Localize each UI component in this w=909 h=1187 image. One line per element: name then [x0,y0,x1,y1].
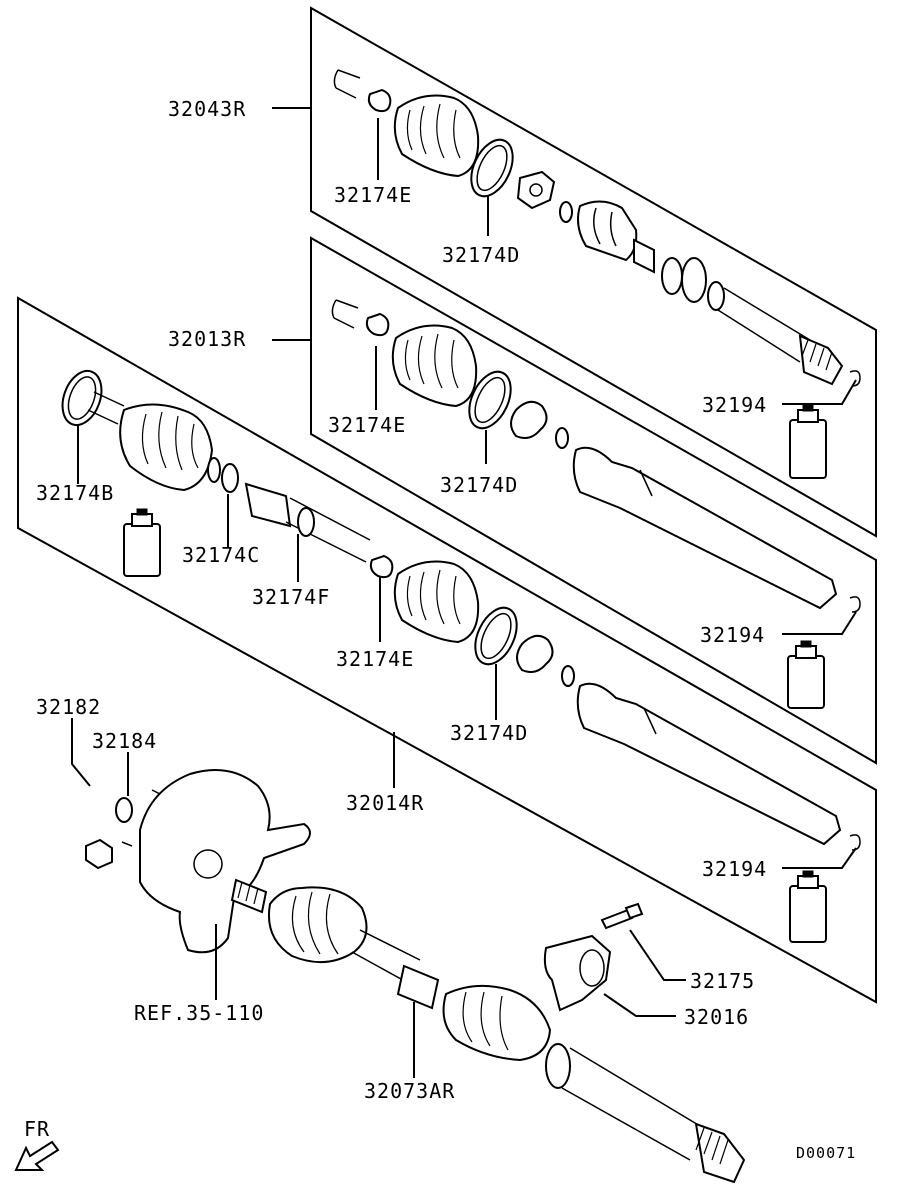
panel-32013R [310,236,877,765]
label-32182: 32182 [36,695,101,719]
label-32174F: 32174F [252,585,330,609]
shaft-assembly-32013R [331,299,861,709]
label-32194-3: 32194 [702,857,767,881]
shaft-assembly-32043R [333,69,861,479]
grease-pack-1 [789,404,827,479]
panel-32014R [17,296,877,1004]
bracket-32016 [543,934,612,1012]
label-32175: 32175 [690,969,755,993]
grease-pack-3 [789,870,827,943]
label-32174E-3: 32174E [336,647,414,671]
grease-pack-2 [787,640,825,709]
diagram-id: D00071 [796,1144,856,1162]
grease-pack-4 [123,508,161,577]
knuckle-hub [85,769,311,954]
label-ref-35-110: REF.35-110 [134,1001,264,1025]
label-32174D-2: 32174D [440,473,518,497]
front-arrow-icon [14,1140,60,1171]
shaft-assembly-32014R [61,369,861,943]
label-32174B: 32174B [36,481,114,505]
label-32043R: 32043R [168,97,246,121]
label-32174D-3: 32174D [450,721,528,745]
label-32174D-1: 32174D [442,243,520,267]
label-32174E-1: 32174E [334,183,412,207]
front-direction-indicator: FR [14,1117,60,1171]
label-32174E-2: 32174E [328,413,406,437]
callout-labels: 32043R 32174E 32174D 32013R 32194 32174E… [36,97,767,1103]
driveshaft-32073AR [230,878,746,1184]
leader-lines [71,107,857,1078]
panel-32043R [310,6,877,538]
label-32073AR: 32073AR [364,1079,455,1103]
front-direction-label: FR [24,1117,50,1141]
bolt-32175 [600,902,644,930]
label-32014R: 32014R [346,791,424,815]
label-32184: 32184 [92,729,157,753]
label-32194-1: 32194 [702,393,767,417]
label-32013R: 32013R [168,327,246,351]
label-32016: 32016 [684,1005,749,1029]
label-32194-2: 32194 [700,623,765,647]
label-32174C: 32174C [182,543,260,567]
